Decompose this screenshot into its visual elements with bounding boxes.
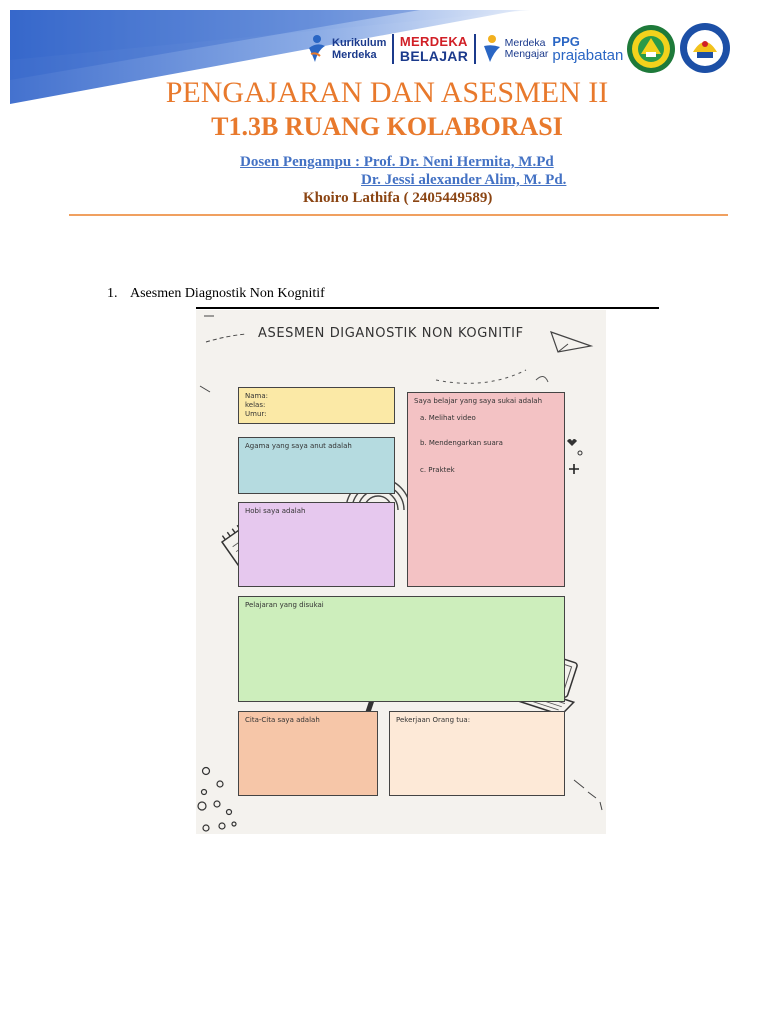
learning-style-label: Saya belajar yang saya sukai adalah (414, 397, 543, 405)
parents-job-box: Pekerjaan Orang tua: (389, 711, 565, 796)
header-divider (69, 214, 728, 216)
kurikulum-text: Kurikulum (332, 37, 387, 49)
merdeka-belajar-line2: BELAJAR (399, 48, 469, 64)
author-name: Khoiro Lathifa ( 2405449589) (303, 190, 493, 206)
identity-box: Nama: kelas: Umur: (238, 387, 395, 424)
document-title: PENGAJARAN DAN ASESMEN II (165, 76, 609, 109)
hobby-box: Hobi saya adalah (238, 502, 395, 587)
identity-class-label: kelas: (245, 401, 266, 409)
merdeka-mengajar-icon (483, 35, 500, 62)
logo-separator (392, 34, 394, 64)
logo-separator (474, 34, 476, 64)
ppg-prajabatan-logo: PPG prajabatan (552, 35, 623, 64)
kurikulum-merdeka-logo: Kurikulum Merdeka (306, 34, 386, 64)
learning-option-video: a. Melihat video (420, 414, 476, 422)
worksheet-image: ASESMEN DIGANOSTIK NON KOGNITIF Nama: ke… (196, 310, 606, 834)
merdeka-mengajar-line1: Merdeka (504, 37, 546, 49)
favorite-subject-box: Pelajaran yang disukai (238, 596, 565, 702)
kurikulum-merdeka-icon (309, 35, 325, 62)
worksheet-title: ASESMEN DIGANOSTIK NON KOGNITIF (258, 326, 524, 341)
tut-wuri-handayani-icon (680, 23, 730, 73)
list-item-text: Asesmen Diagnostik Non Kognitif (130, 286, 325, 301)
merdeka-text: Merdeka (332, 49, 377, 61)
religion-label: Agama yang saya anut adalah (245, 442, 352, 450)
merdeka-mengajar-line2: Mengajar (504, 48, 549, 60)
section-divider (196, 307, 659, 309)
merdeka-belajar-logo: MERDEKA BELAJAR (399, 34, 469, 64)
aspiration-box: Cita-Cita saya adalah (238, 711, 378, 796)
parents-job-label: Pekerjaan Orang tua: (396, 716, 471, 724)
list-item: 1. Asesmen Diagnostik Non Kognitif (107, 286, 325, 302)
ppg-text: PPG (552, 33, 580, 49)
aspiration-label: Cita-Cita saya adalah (245, 716, 320, 724)
document-subtitle: T1.3B RUANG KOLABORASI (211, 112, 563, 141)
religion-box: Agama yang saya anut adalah (238, 437, 395, 494)
identity-name-label: Nama: (245, 392, 268, 400)
dosen-pengampu-line1: Dosen Pengampu : Prof. Dr. Neni Hermita,… (240, 154, 554, 170)
header-banner (10, 10, 530, 104)
merdeka-mengajar-logo: Merdeka Mengajar (482, 34, 549, 64)
hobby-label: Hobi saya adalah (245, 507, 306, 515)
learning-option-audio: b. Mendengarkan suara (420, 439, 503, 447)
merdeka-belajar-line1: MERDEKA (399, 34, 468, 49)
partner-logos: Kurikulum Merdeka MERDEKA BELAJAR Merdek… (306, 20, 623, 78)
learning-style-box: Saya belajar yang saya sukai adalah a. M… (407, 392, 565, 587)
learning-option-practice: c. Praktek (420, 466, 455, 474)
dosen-pengampu-line2: Dr. Jessi alexander Alim, M. Pd. (361, 172, 567, 188)
university-seal-icon (627, 25, 675, 73)
identity-age-label: Umur: (245, 410, 267, 418)
prajabatan-text: prajabatan (552, 46, 624, 64)
favorite-subject-label: Pelajaran yang disukai (245, 601, 324, 609)
list-number: 1. (107, 286, 118, 301)
